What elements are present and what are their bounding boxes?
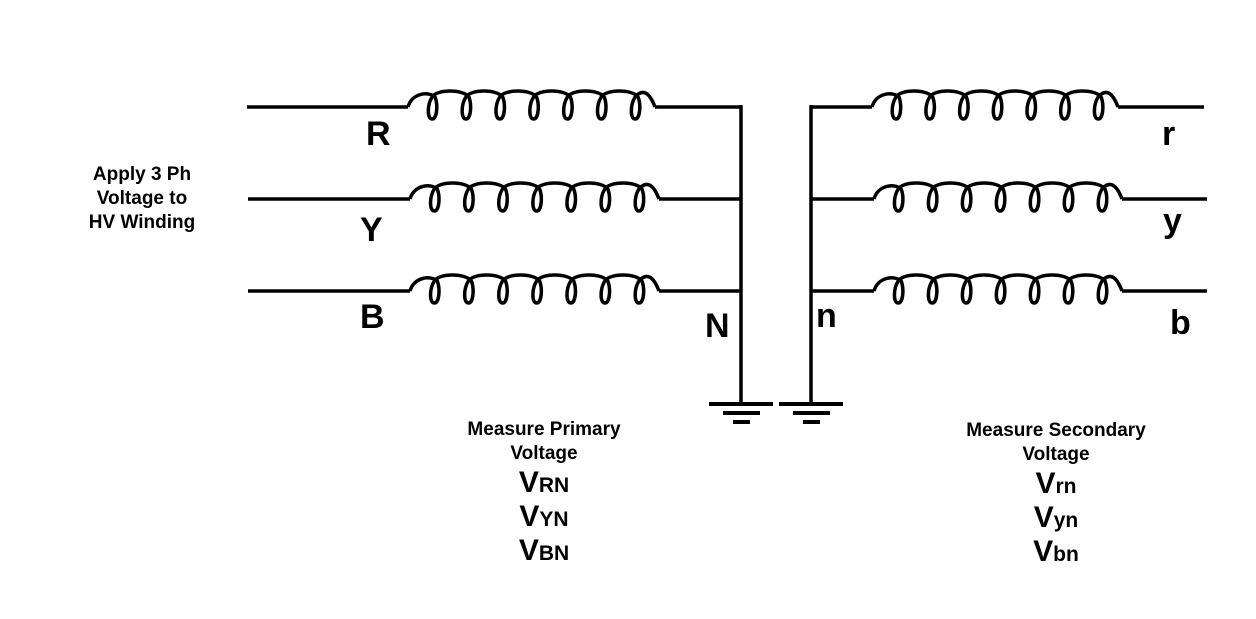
secondary-phase-label-b: b — [1170, 304, 1191, 342]
primary-phase-label-b: B — [360, 298, 385, 336]
primary-note-line-1: Measure Primary — [467, 419, 621, 440]
instruction-line-1: Apply 3 Ph — [92, 164, 192, 185]
primary-phase-label-r: R — [366, 115, 391, 153]
secondary-r-coil-icon — [870, 89, 1120, 121]
secondary-measure-note: Measure Secondary Voltage — [946, 419, 1166, 467]
primary-b-coil-icon — [408, 273, 661, 305]
instruction-line-2: Voltage to — [96, 188, 188, 209]
primary-r-coil-icon — [406, 89, 657, 121]
primary-measurement-row: VBN — [518, 534, 570, 567]
secondary-ground-icon — [779, 402, 843, 424]
secondary-winding-group — [779, 89, 1207, 424]
secondary-b-coil-icon — [872, 273, 1124, 305]
primary-phase-label-y: Y — [360, 211, 383, 249]
secondary-measurement-row: Vbn — [1033, 535, 1079, 568]
secondary-note-line-2: Voltage — [1022, 444, 1090, 465]
instruction-line-3: HV Winding — [88, 212, 196, 233]
secondary-note-line-1: Measure Secondary — [966, 420, 1146, 441]
instruction-note: Apply 3 Ph Voltage to HV Winding — [72, 163, 212, 235]
primary-winding-group — [247, 89, 773, 424]
secondary-measurement-row: Vrn — [1035, 467, 1077, 500]
primary-measurement-row: VYN — [519, 500, 569, 533]
secondary-neutral-label: n — [816, 297, 837, 335]
secondary-measurement-row: Vyn — [1033, 501, 1079, 534]
secondary-phase-label-y: y — [1163, 202, 1182, 240]
primary-measure-note: Measure Primary Voltage — [444, 418, 644, 466]
primary-ground-icon — [709, 402, 773, 424]
primary-measurement-row: VRN — [518, 466, 570, 499]
secondary-y-coil-icon — [872, 181, 1124, 213]
primary-y-coil-icon — [408, 181, 661, 213]
primary-neutral-label: N — [705, 307, 730, 345]
primary-note-line-2: Voltage — [510, 443, 578, 464]
secondary-phase-label-r: r — [1162, 115, 1175, 153]
primary-measurement-list: VRN VYN VBN — [494, 466, 594, 568]
secondary-measurement-list: Vrn Vyn Vbn — [1006, 467, 1106, 569]
